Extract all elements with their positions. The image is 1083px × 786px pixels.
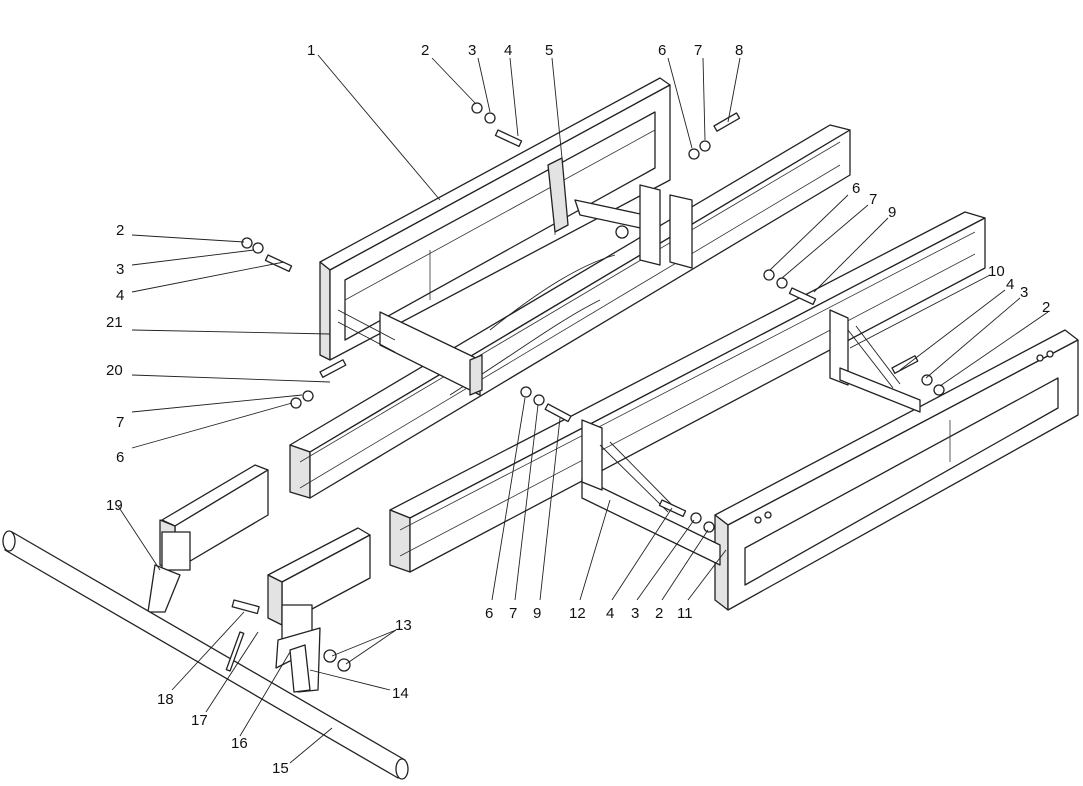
leader-lines — [117, 54, 1049, 764]
front-frame — [319, 77, 693, 396]
callout-6: 6 — [658, 42, 666, 59]
callout-10: 10 — [988, 263, 1005, 280]
fasteners — [225, 102, 945, 693]
callout-7: 7 — [116, 414, 124, 431]
callout-8: 8 — [735, 42, 743, 59]
rail-lower — [389, 211, 986, 573]
callout-2: 2 — [421, 42, 429, 59]
callout-1: 1 — [307, 42, 315, 59]
callout-19: 19 — [106, 497, 123, 514]
callout-12: 12 — [569, 605, 586, 622]
callout-labels: 1 2 3 4 5 6 7 8 2 3 4 21 20 7 6 6 7 9 10… — [106, 42, 1050, 777]
callout-20: 20 — [106, 362, 123, 379]
callout-2: 2 — [1042, 299, 1050, 316]
callout-6: 6 — [852, 180, 860, 197]
callout-4: 4 — [504, 42, 512, 59]
callout-16: 16 — [231, 735, 248, 752]
callout-17: 17 — [191, 712, 208, 729]
short-beam-right — [267, 527, 371, 693]
callout-21: 21 — [106, 314, 123, 331]
callout-6: 6 — [116, 449, 124, 466]
callout-6: 6 — [485, 605, 493, 622]
callout-9: 9 — [888, 204, 896, 221]
axle-tube — [2, 530, 409, 780]
callout-9: 9 — [533, 605, 541, 622]
callout-13: 13 — [395, 617, 412, 634]
short-beam-left — [147, 464, 269, 613]
callout-18: 18 — [157, 691, 174, 708]
callout-3: 3 — [631, 605, 639, 622]
callout-3: 3 — [116, 261, 124, 278]
callout-7: 7 — [869, 191, 877, 208]
callout-4: 4 — [116, 287, 124, 304]
rear-frame — [581, 309, 1079, 611]
callout-15: 15 — [272, 760, 289, 777]
callout-4: 4 — [606, 605, 614, 622]
callout-5: 5 — [545, 42, 553, 59]
callout-7: 7 — [509, 605, 517, 622]
callout-2: 2 — [116, 222, 124, 239]
callout-3: 3 — [468, 42, 476, 59]
callout-14: 14 — [392, 685, 409, 702]
callout-4: 4 — [1006, 276, 1014, 293]
callout-2: 2 — [655, 605, 663, 622]
callout-11: 11 — [677, 605, 693, 622]
callout-7: 7 — [694, 42, 702, 59]
callout-3: 3 — [1020, 284, 1028, 301]
